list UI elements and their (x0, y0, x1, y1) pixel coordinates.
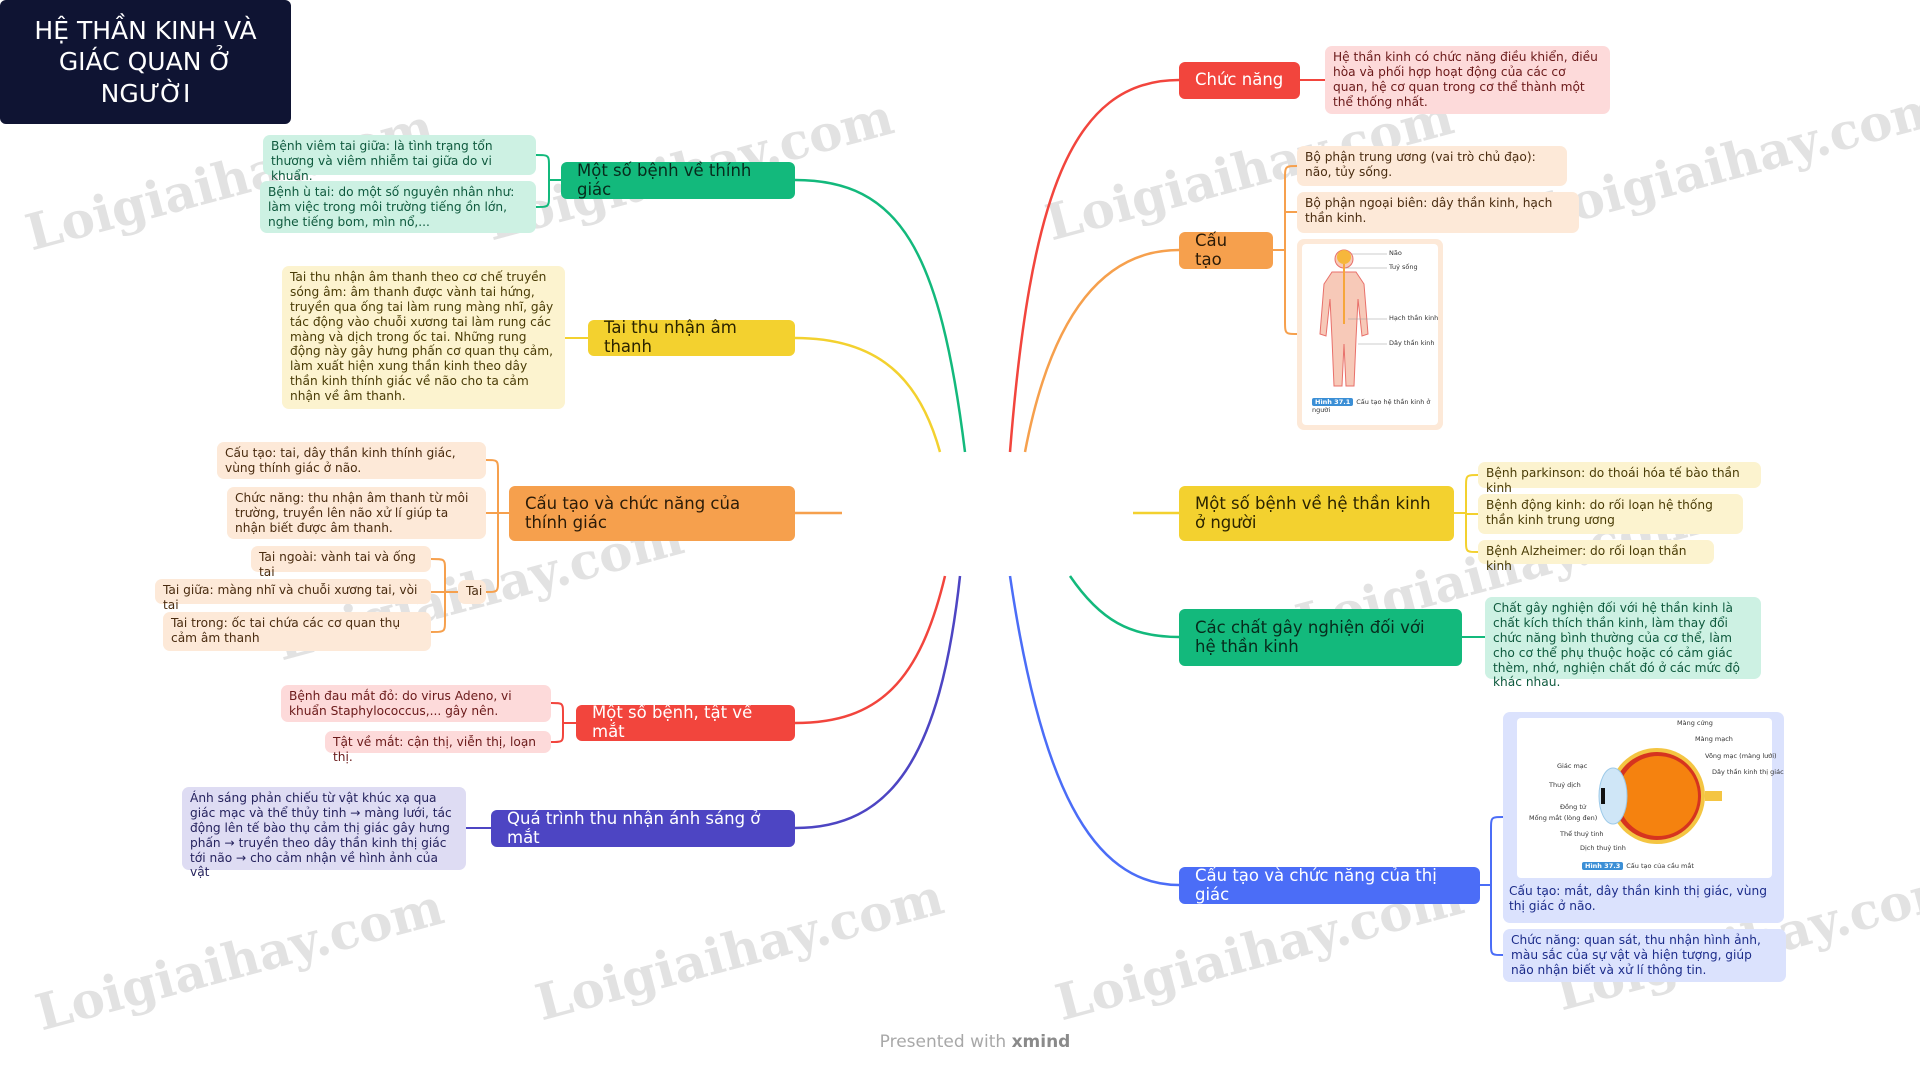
tai-node[interactable]: Tai (458, 580, 486, 604)
topic-cau-tao[interactable]: Cấu tạo (1179, 230, 1273, 269)
topic-label: Cấu tạo (1195, 230, 1228, 269)
eye-icon (1598, 748, 1722, 844)
benh-thinh-giac-item[interactable]: Bệnh ù tai: do một số nguyên nhân như: l… (260, 181, 536, 233)
figure-tag: Hình 37.1 (1312, 398, 1354, 406)
thi-giac-cau-tao: Cấu tạo: mắt, dây thần kinh thị giác, vù… (1509, 884, 1767, 913)
topic-anh-sang[interactable]: Quá trình thu nhận ánh sáng ở mắt (491, 808, 795, 847)
footer: Presented with xmind (0, 1032, 1920, 1052)
cau-tao-item[interactable]: Bộ phận ngoại biên: dây thần kinh, hạch … (1297, 192, 1579, 233)
xmind-brand[interactable]: xmind (1011, 1032, 1071, 1052)
thinh-giac-item[interactable]: Chức năng: thu nhận âm thanh từ môi trườ… (227, 487, 486, 539)
figure-label: Mống mắt (lòng đen) (1529, 814, 1598, 822)
nervous-system-figure: Não Tuỷ sống Hạch thần kinh Dây thần kin… (1302, 244, 1438, 425)
connector-benh-mat (794, 575, 947, 725)
connector-cau-tao (1023, 248, 1180, 453)
topic-benh-thinh-giac[interactable]: Một số bệnh về thính giác (561, 160, 795, 199)
eye-figure: Màng cứng Màng mạch Võng mạc (màng lưới)… (1517, 718, 1784, 878)
benh-mat-item[interactable]: Tật về mắt: cận thị, viễn thị, loạn thị. (325, 731, 551, 764)
tai-item[interactable]: Tai ngoài: vành tai và ống tai (251, 546, 431, 579)
connector-thi-giac (1008, 575, 1180, 887)
figure-label: Màng cứng (1677, 719, 1713, 727)
connector-chuc-nang (1008, 78, 1180, 453)
figure-label: Thuỷ dịch (1549, 781, 1581, 789)
footer-prefix: Presented with (879, 1032, 1007, 1052)
benh-than-kinh-item[interactable]: Bệnh động kinh: do rối loạn hệ thống thầ… (1478, 494, 1743, 534)
figure-label: Thể thuỷ tinh (1560, 830, 1604, 838)
tai-item[interactable]: Tai giữa: màng nhĩ và chuỗi xương tai, v… (155, 579, 431, 612)
topic-label: Một số bệnh về hệ thần kinh ở người (1195, 493, 1431, 532)
central-topic[interactable]: HỆ THẦN KINH VÀ GIÁC QUAN Ở NGƯỜI (0, 0, 291, 124)
topic-label: Cấu tạo và chức năng của thị giác (1195, 865, 1437, 904)
connector-benh-thinh-giac (794, 178, 967, 453)
figure-label: Màng mạch (1695, 735, 1733, 743)
topic-label: Quá trình thu nhận ánh sáng ở mắt (507, 808, 761, 847)
figure-label: Não (1389, 249, 1402, 257)
anh-sang-text[interactable]: Ánh sáng phản chiếu từ vật khúc xạ qua g… (182, 787, 466, 879)
connector-tai-thu-nhan (794, 336, 942, 453)
figure-caption-text: Cấu tạo của cầu mắt (1626, 862, 1694, 870)
topic-label: Một số bệnh về thính giác (577, 160, 752, 199)
topic-thinh-giac[interactable]: Cấu tạo và chức năng của thính giác (509, 486, 795, 541)
figure-label: Đồng tử (1560, 803, 1586, 811)
topic-chat-gay-nghien[interactable]: Các chất gây nghiện đối với hệ thần kinh (1179, 609, 1462, 666)
topic-label: Tai thu nhận âm thanh (604, 318, 737, 356)
topic-tai-thu-nhan[interactable]: Tai thu nhận âm thanh (588, 318, 795, 356)
figure-label: Dây thần kinh (1389, 339, 1435, 347)
figure-label: Võng mạc (màng lưới) (1705, 752, 1777, 760)
figure-caption-text: Cấu tạo hệ thần kinh ở người (1312, 398, 1431, 414)
topic-label: Một số bệnh, tật về mắt (592, 703, 753, 741)
figure-label: Dây thần kinh thị giác (1712, 768, 1784, 776)
chat-gay-nghien-text[interactable]: Chất gây nghiện đối với hệ thần kinh là … (1485, 597, 1761, 689)
chuc-nang-text[interactable]: Hệ thần kinh có chức năng điều khiển, đi… (1325, 46, 1610, 114)
topic-chuc-nang[interactable]: Chức năng (1179, 62, 1300, 99)
connector-anh-sang (794, 575, 962, 830)
thi-giac-item[interactable]: Màng cứng Màng mạch Võng mạc (màng lưới)… (1503, 712, 1784, 923)
thi-giac-item[interactable]: Chức năng: quan sát, thu nhận hình ảnh, … (1503, 929, 1786, 982)
connector-chat-gay-nghien (1068, 575, 1180, 639)
topic-benh-than-kinh[interactable]: Một số bệnh về hệ thần kinh ở người (1179, 486, 1454, 541)
thinh-giac-item[interactable]: Cấu tạo: tai, dây thần kinh thính giác, … (217, 442, 486, 479)
benh-than-kinh-item[interactable]: Bệnh parkinson: do thoái hóa tế bào thần… (1478, 462, 1761, 495)
tai-item[interactable]: Tai trong: ốc tai chứa các cơ quan thụ c… (163, 612, 431, 651)
figure-label: Dịch thuỷ tinh (1580, 844, 1626, 852)
topic-label: Cấu tạo và chức năng của thính giác (525, 493, 741, 532)
figure-label: Hạch thần kinh (1389, 314, 1439, 322)
topic-thi-giac[interactable]: Cấu tạo và chức năng của thị giác (1179, 865, 1480, 904)
nervous-system-figure-card[interactable]: Não Tuỷ sống Hạch thần kinh Dây thần kin… (1297, 239, 1443, 430)
figure-label: Giác mạc (1557, 762, 1588, 770)
figure-label: Tuỷ sống (1389, 263, 1418, 271)
cau-tao-item[interactable]: Bộ phận trung ương (vai trò chủ đạo): nã… (1297, 146, 1567, 186)
benh-than-kinh-item[interactable]: Bệnh Alzheimer: do rối loạn thần kinh (1478, 540, 1714, 573)
figure-tag: Hình 37.3 (1582, 862, 1624, 870)
benh-mat-item[interactable]: Bệnh đau mắt đỏ: do virus Adeno, vi khuẩ… (281, 685, 551, 722)
tai-thu-nhan-text[interactable]: Tai thu nhận âm thanh theo cơ chế truyền… (282, 266, 565, 409)
topic-label: Các chất gây nghiện đối với hệ thần kinh (1195, 617, 1425, 656)
topic-benh-mat[interactable]: Một số bệnh, tật về mắt (576, 703, 795, 741)
benh-thinh-giac-item[interactable]: Bệnh viêm tai giữa: là tình trạng tổn th… (263, 135, 536, 183)
human-body-icon (1319, 249, 1387, 387)
topic-label: Chức năng (1195, 70, 1284, 90)
